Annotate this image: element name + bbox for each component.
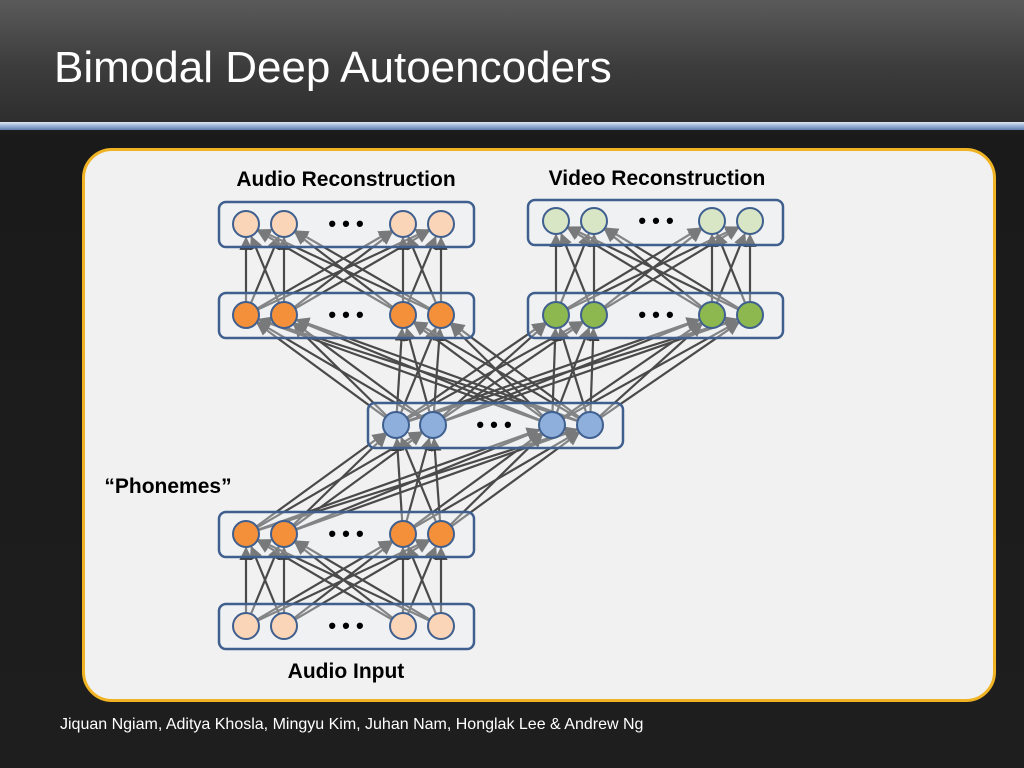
neuron-node [698,301,726,329]
audio-input-layer: • • • [217,602,476,651]
video-hidden-layer-upper: • • • [526,291,785,340]
slide-header [0,0,1024,122]
authors-footer: Jiquan Ngiam, Aditya Khosla, Mingyu Kim,… [60,716,644,733]
ellipsis-dots: • • • [328,521,363,546]
neuron-node [580,207,608,235]
ellipsis-dots: • • • [638,208,673,233]
neuron-node [382,411,410,439]
ellipsis-dots: • • • [638,302,673,327]
arrow-shared-to-video-hidden [586,327,600,413]
neuron-node [427,520,455,548]
arrow-audio-hidden-to-reconstruction [256,230,393,310]
video-reconstruction-layer: • • • [526,198,785,247]
arrow-shared-to-video-hidden [598,323,703,418]
neuron-node [542,301,570,329]
arrow-hidden-to-shared [428,437,442,522]
neuron-node [427,210,455,238]
audio-hidden-layer-upper: • • • [217,291,476,340]
arrow-audio-hidden-to-reconstruction [257,228,430,311]
neuron-node [232,210,260,238]
neuron-node [538,411,566,439]
arrow-input-to-hidden [257,538,430,622]
neuron-node [232,301,260,329]
neuron-node [427,612,455,640]
neuron-node [270,520,298,548]
arrow-hidden-to-shared [399,436,438,523]
neuron-node [389,301,417,329]
arrow-shared-to-audio-hidden [451,322,581,419]
arrow-shared-to-video-hidden [548,327,562,413]
neuron-node [389,210,417,238]
audio-reconstruction-label: Audio Reconstruction [236,168,455,191]
neuron-node [270,210,298,238]
neuron-node [698,207,726,235]
neuron-node [542,207,570,235]
ellipsis-dots: • • • [328,613,363,638]
arrow-hidden-to-shared [449,433,543,526]
video-reconstruction-label: Video Reconstruction [549,167,766,190]
ellipsis-dots: • • • [328,211,363,236]
arrow-audio-hidden-to-reconstruction [294,230,431,310]
neuron-node [232,520,260,548]
title-divider [0,122,1024,130]
ellipsis-dots: • • • [476,412,511,437]
phonemes-label: “Phonemes” [104,475,231,498]
neuron-node [736,207,764,235]
neuron-node [232,612,260,640]
shared-representation-layer: • • • [366,401,625,450]
neuron-node [736,301,764,329]
arrow-video-hidden-to-reconstruction [567,226,739,311]
ellipsis-dots: • • • [328,302,363,327]
neuron-node [270,301,298,329]
slide-title: Bimodal Deep Autoencoders [54,43,612,92]
arrow-hidden-to-shared [292,433,387,526]
audio-input-label: Audio Input [288,660,405,683]
neuron-node [419,411,447,439]
arrow-hidden-to-shared [391,437,405,522]
neuron-node [576,411,604,439]
network-layers: • • • • • • • • • • • • • • • • • • • • • [217,198,785,651]
neuron-node [389,612,417,640]
audio-reconstruction-layer: • • • [217,200,476,249]
audio-hidden-layer-lower: • • • [217,510,476,559]
arrow-video-hidden-to-reconstruction [566,227,702,310]
neuron-node [580,301,608,329]
arrow-shared-to-video-hidden [441,323,547,418]
arrow-input-to-hidden [294,540,431,621]
neuron-node [389,520,417,548]
neuron-node [270,612,298,640]
arrow-video-hidden-to-reconstruction [604,227,740,310]
arrow-shared-to-video-hidden [557,327,588,413]
arrow-input-to-hidden [256,540,393,621]
neuron-node [427,301,455,329]
